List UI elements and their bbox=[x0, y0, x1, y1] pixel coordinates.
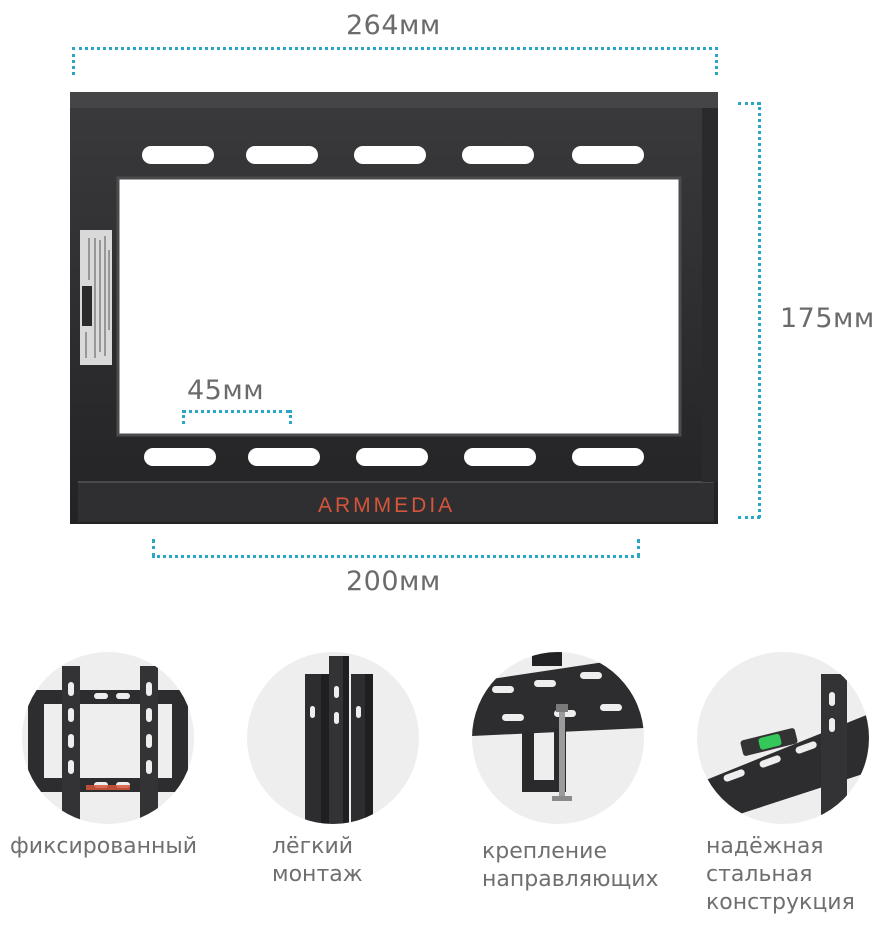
height-line bbox=[758, 102, 761, 518]
caption-line: монтаж bbox=[272, 862, 363, 887]
caption-line: крепление bbox=[482, 839, 607, 864]
height-tick-top bbox=[738, 102, 760, 105]
bottom-width-line bbox=[152, 555, 640, 558]
feature-install-caption: лёгкий монтаж bbox=[272, 833, 363, 889]
wall-bracket-image bbox=[70, 92, 718, 524]
height-label: 175мм bbox=[780, 303, 875, 334]
top-width-label: 264мм bbox=[346, 10, 441, 41]
caption-line: лёгкий bbox=[272, 834, 354, 859]
caption-line: конструкция bbox=[706, 890, 855, 915]
steel-construction-icon bbox=[701, 674, 869, 824]
top-width-tick-left bbox=[72, 47, 75, 75]
caption-line: надёжная bbox=[706, 834, 824, 859]
caption-line: стальная bbox=[706, 862, 813, 887]
top-width-line bbox=[72, 47, 718, 50]
feature-guide-circle bbox=[472, 652, 644, 824]
feature-fixed-circle bbox=[22, 652, 194, 824]
hole-spacing-line bbox=[182, 410, 290, 413]
caption-line: фиксированный bbox=[10, 834, 198, 859]
bottom-slots bbox=[144, 448, 644, 466]
bottom-width-tick-right bbox=[637, 539, 640, 557]
hole-spacing-tick-left bbox=[182, 410, 185, 424]
height-tick-bottom bbox=[738, 516, 760, 519]
hole-spacing-label: 45мм bbox=[187, 375, 265, 406]
fixed-mount-icon bbox=[28, 666, 188, 824]
caption-line: направляющих bbox=[482, 867, 659, 892]
feature-fixed-caption: фиксированный bbox=[10, 833, 197, 861]
feature-steel-circle bbox=[697, 652, 869, 824]
light-install-icon bbox=[305, 656, 373, 824]
guide-mount-icon bbox=[472, 652, 644, 801]
feature-steel-caption: надёжная стальная конструкция bbox=[706, 833, 855, 917]
top-slots bbox=[142, 146, 644, 164]
hole-spacing-tick-right bbox=[289, 410, 292, 424]
brand-logo: armmedia bbox=[318, 494, 456, 517]
spec-sticker bbox=[80, 230, 112, 365]
feature-install-circle bbox=[247, 652, 419, 824]
bottom-width-tick-left bbox=[152, 539, 155, 557]
top-width-tick-right bbox=[715, 47, 718, 75]
feature-guide-caption: крепление направляющих bbox=[482, 838, 659, 894]
bottom-width-label: 200мм bbox=[346, 566, 441, 597]
